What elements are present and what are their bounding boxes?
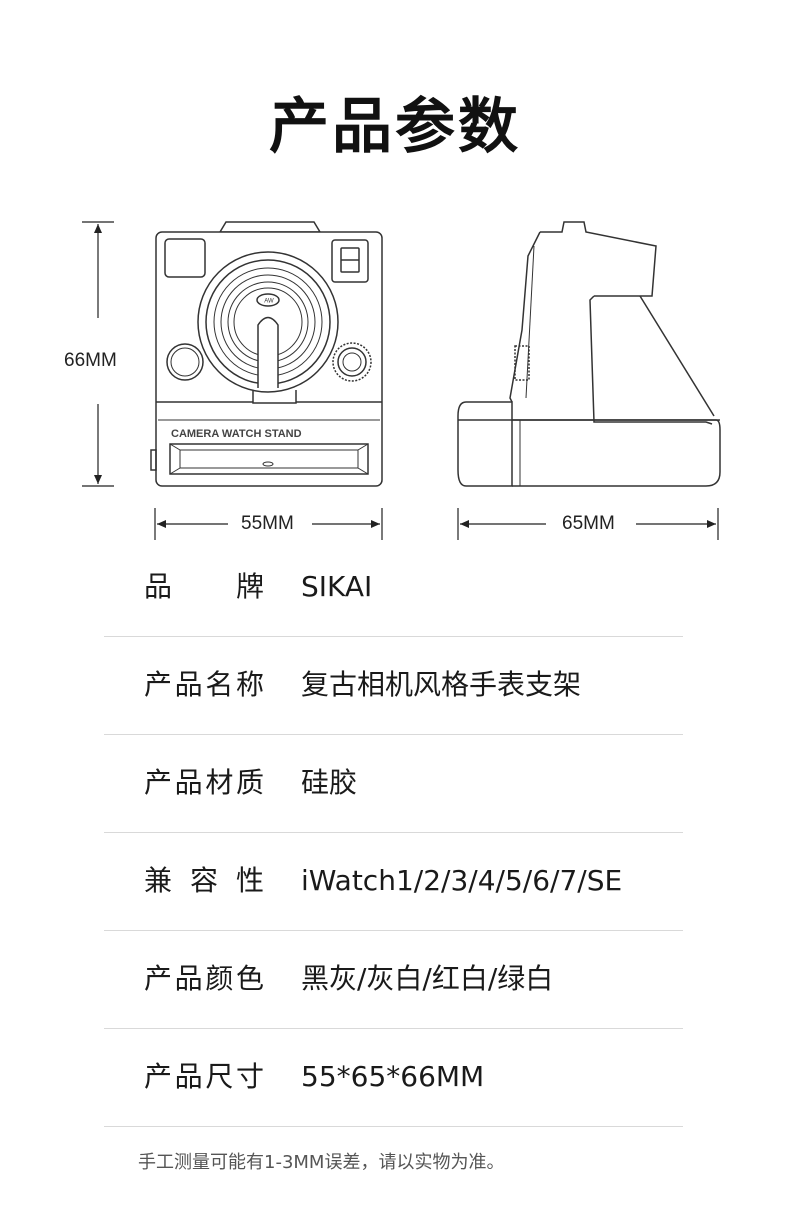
spec-value: SIKAI [301,570,373,603]
side-depth-dimension [457,508,719,540]
spec-row-size: 产品尺寸 55*65*66MM [104,1028,683,1127]
product-dimension-drawing: AW CAMERA WATCH STAND [82,221,721,540]
spec-value: 55*65*66MM [301,1060,485,1093]
front-width-dimension [154,508,383,540]
spec-value: 硅胶 [301,766,358,799]
spec-row-color: 产品颜色 黑灰/灰白/红白/绿白 [104,930,683,1029]
spec-label: 品牌 [144,570,264,603]
side-view-drawing [457,221,721,487]
front-width-label: 55MM [241,513,294,535]
spec-label: 产品颜色 [144,962,264,995]
side-depth-label: 65MM [562,513,615,535]
stand-engraving-text: CAMERA WATCH STAND [171,428,302,440]
spec-label: 产品尺寸 [144,1060,264,1093]
lens-badge-text: AW [264,299,274,305]
spec-label: 产品材质 [144,766,264,799]
spec-value: 复古相机风格手表支架 [301,668,582,701]
height-label: 66MM [64,350,117,372]
spec-row-compatibility: 兼容性 iWatch1/2/3/4/5/6/7/SE [104,832,683,931]
spec-value: 黑灰/灰白/红白/绿白 [301,962,554,995]
measurement-note: 手工测量可能有1-3MM误差，请以实物为准。 [138,1152,505,1173]
height-dimension [82,221,114,487]
spec-row-brand: 品牌 SIKAI [104,538,683,637]
spec-label: 兼容性 [144,864,264,897]
spec-row-product-name: 产品名称 复古相机风格手表支架 [104,636,683,735]
spec-value: iWatch1/2/3/4/5/6/7/SE [301,864,623,897]
page-title: 产品参数 [269,92,521,162]
spec-row-material: 产品材质 硅胶 [104,734,683,833]
front-view-drawing [150,221,383,487]
spec-label: 产品名称 [144,668,264,701]
